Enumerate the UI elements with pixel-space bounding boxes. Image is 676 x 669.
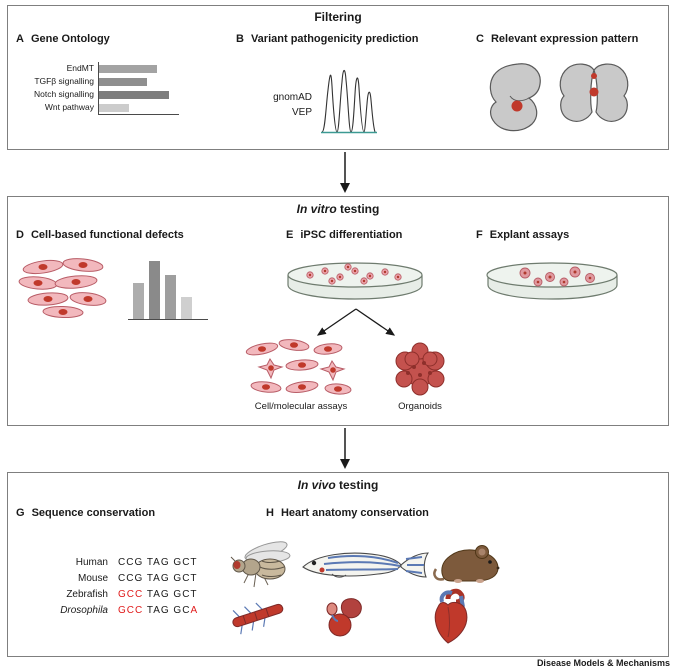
sequence-text: GCC TAG GCA	[118, 605, 198, 616]
sequence-segment: TAG GC	[143, 605, 191, 616]
sequence-text: GCC TAG GCT	[118, 589, 198, 600]
invivo-panel: In vivo testing G Sequence conservation H…	[7, 472, 669, 657]
go-bar	[99, 90, 169, 99]
section-b-header: B Variant pathogenicity prediction	[236, 33, 418, 45]
tool-vep-label: VEP	[291, 107, 312, 118]
invivo-title: In vivo testing	[8, 478, 668, 492]
sequence-row: Human CCG TAG GCT	[16, 555, 198, 571]
sequence-segment: CCG TAG GCT	[118, 557, 198, 568]
sequence-row: Drosophila GCC TAG GCA	[16, 603, 198, 619]
prediction-tools: gnomAD VEP	[246, 90, 312, 120]
flow-arrow-down-1	[340, 152, 350, 193]
section-g-header: G Sequence conservation	[16, 507, 155, 519]
fly-heart-illustration	[232, 602, 284, 635]
sequence-text: CCG TAG GCT	[118, 573, 198, 584]
tool-gnomad-label: gnomAD	[273, 92, 312, 103]
invitro-title: In vitro testing	[8, 202, 668, 216]
go-bar-label: EndMT	[66, 63, 94, 73]
section-h-header: H Heart anatomy conservation	[266, 507, 429, 519]
section-h-letter: H	[266, 507, 274, 519]
sequence-variant-red: GCC	[118, 589, 144, 600]
petri-dish-illustration-f	[486, 262, 618, 300]
section-e-title: iPSC differentiation	[300, 229, 403, 241]
variant-peaks-illustration	[321, 69, 377, 134]
mouse-illustration	[433, 545, 500, 583]
section-c-title: Relevant expression pattern	[490, 33, 639, 45]
section-h-title: Heart anatomy conservation	[280, 507, 429, 519]
go-bar	[99, 103, 129, 112]
sequence-row: Mouse CCG TAG GCT	[16, 571, 198, 587]
sequence-segment: CCG TAG GCT	[118, 573, 198, 584]
organoid-illustration	[395, 342, 445, 396]
sequence-text: CCG TAG GCT	[118, 557, 198, 568]
section-d-header: D Cell-based functional defects	[16, 229, 184, 241]
human-heart-illustration	[434, 588, 468, 644]
section-b-letter: B	[236, 33, 244, 45]
section-b-title: Variant pathogenicity prediction	[250, 33, 419, 45]
species-label: Mouse	[77, 573, 108, 584]
section-d-letter: D	[16, 229, 24, 241]
zebrafish-illustration	[302, 552, 430, 578]
section-c-letter: C	[476, 33, 484, 45]
go-bar-label: Notch signalling	[33, 89, 94, 99]
sequence-variant-red: A	[190, 605, 199, 616]
section-f-header: F Explant assays	[476, 229, 569, 241]
flow-arrow-down-2	[340, 428, 350, 469]
sequence-variant-red: GCC	[118, 605, 144, 616]
mouse-embryo-illustration	[489, 63, 541, 132]
invitro-title-italic: In vitro	[296, 202, 337, 216]
section-g-letter: G	[16, 507, 25, 519]
defects-bar	[165, 275, 176, 319]
embryo-section-illustration	[559, 63, 629, 123]
defects-bar	[181, 297, 192, 319]
go-bar	[99, 77, 147, 86]
filtering-panel: Filtering A Gene Ontology EndMT TGFβ signa…	[7, 5, 669, 150]
species-label: Human	[75, 557, 108, 568]
caption-organoids: Organoids	[398, 401, 442, 412]
defects-bar	[133, 283, 144, 319]
go-bar-label: Wnt pathway	[44, 102, 94, 112]
section-g-title: Sequence conservation	[31, 507, 156, 519]
petri-dish-illustration-e	[287, 262, 423, 300]
go-bar	[99, 64, 157, 73]
filtering-title: Filtering	[314, 10, 362, 24]
section-c-header: C Relevant expression pattern	[476, 33, 638, 45]
section-f-title: Explant assays	[489, 229, 570, 241]
cell-culture-illustration-d	[18, 258, 107, 319]
invitro-title-rest: testing	[336, 202, 380, 216]
species-label: Zebrafish	[66, 589, 108, 600]
zebrafish-heart-illustration	[326, 598, 362, 637]
defects-bar	[149, 261, 160, 319]
go-bar-label: TGFβ signalling	[34, 76, 94, 86]
section-e-letter: E	[286, 229, 294, 241]
sequence-segment: TAG GCT	[143, 589, 198, 600]
cell-culture-illustration-e	[245, 339, 352, 395]
functional-defects-chart	[128, 253, 208, 320]
sequence-row: Zebrafish GCC TAG GCT	[16, 587, 198, 603]
invitro-panel: In vitro testing D Cell-based functional …	[7, 196, 669, 426]
section-a-header: A Gene Ontology	[16, 33, 110, 45]
invivo-title-italic: In vivo	[297, 478, 336, 492]
journal-credit: Disease Models & Mechanisms	[536, 658, 670, 668]
invivo-title-rest: testing	[335, 478, 379, 492]
section-d-title: Cell-based functional defects	[30, 229, 184, 241]
section-a-letter: A	[16, 33, 24, 45]
fruit-fly-illustration	[230, 541, 291, 588]
go-chart-bars	[98, 62, 179, 115]
caption-cell-molecular-assays: Cell/molecular assays	[254, 401, 348, 412]
section-a-title: Gene Ontology	[30, 33, 110, 45]
species-label: Drosophila	[60, 605, 108, 616]
section-f-letter: F	[476, 229, 483, 241]
differentiation-arrows	[316, 308, 396, 336]
